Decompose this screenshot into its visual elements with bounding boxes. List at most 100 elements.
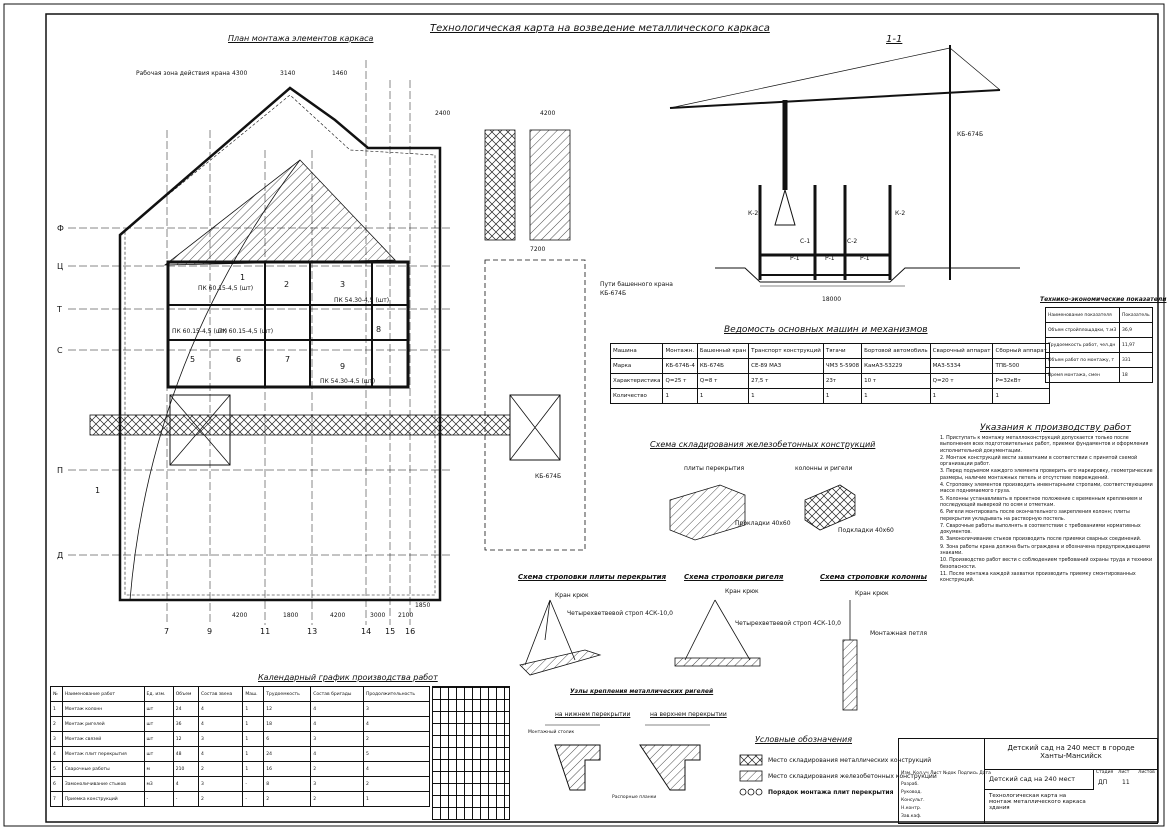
title-block: Детский сад на 240 мест в городе Ханты-М… [898,738,1158,824]
storage-label-pads: Прокладки 40х60 [735,520,791,527]
schedule-cell: 24 [263,746,312,762]
note-item: 4. Строповку элементов производить инвен… [940,483,1153,495]
schedule-cell: 2 [362,776,431,792]
schedule-cell: 16 [263,761,312,777]
teo-cell: Трудоемкость работ, чел.дн [1045,337,1120,353]
stamp-sheets-head: Листов [1138,770,1155,775]
room-number-6: 6 [236,355,242,364]
joint-label-plates: Распорные планки [612,795,657,800]
machines-cell: КБ-674Б [696,358,750,374]
section-column-2: К-2 [895,210,906,217]
legend-item-concrete: Место складирования железобетонных конст… [768,773,937,780]
section-beam-2: Р-1 [825,255,835,262]
axis-letter-p: П [57,466,64,475]
schedule-cell: - [242,791,265,807]
sling-title-3: Схема строповки колонны [820,573,927,581]
sling-label-5: Кран крюк [855,590,889,597]
machines-title: Ведомость основных машин и механизмов [724,325,928,335]
section-beam-1: Р-1 [790,255,800,262]
machines-cell: Q=8 т [696,373,750,389]
machines-header: Монтажн. [662,343,698,359]
schedule-table: № Наименование работ Ед. изм. Объем Сост… [50,686,431,807]
schedule-cell: м3 [143,776,174,792]
machines-cell: СЕ-89 МАЗ [748,358,824,374]
legend-swatch-metal [739,754,763,766]
stamp-col-head: Лист [930,771,942,776]
stamp-role: Зав.каф. [901,814,922,819]
section-drawing [669,45,1020,287]
stamp-title-2: Ханты-Мансийск [1040,752,1102,760]
dim-top-3: 1460 [332,70,348,77]
room-number-9: 9 [340,362,346,371]
stamp-stage: ДП [1098,779,1108,786]
schedule-cell: шт [143,716,174,732]
stamp-role: Руковод. [901,790,922,795]
stamp-col-head: Изм. [901,771,912,776]
gantt-grid [432,686,510,820]
schedule-cell: Приемка конструкций [61,791,145,807]
teo-cell: Объем работ по монтажу, т [1045,352,1120,368]
note-item: 9. Зона работы крана должна быть огражде… [940,544,1150,557]
teo-cell: 11,97 [1118,337,1154,353]
joint-label-table: Монтажный столик [528,730,575,735]
machines-cell: 23т [822,373,863,389]
storage-label-slabs: плиты перекрытия [684,465,745,472]
machines-cell: Q=25 т [662,373,698,389]
schedule-cell: 3 [362,701,431,717]
schedule-cell: Монтаж связей [61,731,145,747]
sling-label-2: Четырехветвевой строп 4СК-10,0 [567,610,673,617]
machines-cell: 1 [929,388,994,404]
stamp-sheet-head: Лист [1118,770,1130,775]
schedule-header: Маш. [242,686,265,702]
legend-item-order: Порядок монтажа плит перекрытия [768,789,894,796]
teo-cell: Время монтажа, смен [1045,367,1120,383]
stamp-col-head: Подпись [957,771,978,776]
axis-letter-t: Т [57,305,62,314]
section-dim-1: 18000 [822,296,842,303]
dim-top-5: 4200 [540,110,556,117]
axis-letter-d: Д [57,551,64,560]
schedule-cell: 6 [263,731,312,747]
axis-number-15: 15 [385,627,396,636]
machines-header: Машина [609,343,664,359]
schedule-cell: 1 [242,701,265,717]
machines-cell: Q=20 т [929,373,994,389]
schedule-cell: 2 [362,731,431,747]
storage-drawing [669,484,856,541]
section-beam-3: Р-1 [860,255,870,262]
teo-cell: 18 [1118,367,1154,383]
sling-title-1: Схема строповки плиты перекрытия [518,573,667,581]
schedule-cell: Монтаж ригелей [61,716,145,732]
storage-label-pads-2: Подкладки 40х60 [838,527,894,534]
schedule-cell: 3 [197,776,244,792]
schedule-cell: 4 [197,716,244,732]
room-number-5: 5 [190,355,196,364]
schedule-cell: 1 [362,791,431,807]
schedule-cell: 8 [263,776,312,792]
panel-label-2: ПК 60.15-4,5 (шт) [172,328,228,335]
machines-cell: 1 [748,388,824,404]
section-brace-2: С-2 [847,238,858,245]
schedule-cell: 48 [172,746,199,762]
joint-label-lower: на нижнем перекрытии [555,711,631,718]
machines-cell: 10 т [861,373,931,389]
dim-top-2: 3140 [280,70,296,77]
work-zone-label: Рабочая зона действия крана [136,70,230,77]
machines-cell: 1 [696,388,750,404]
schedule-cell: 2 [197,761,244,777]
dim-bottom-2: 1800 [283,612,299,619]
machines-cell: Характеристика [609,373,664,389]
dim-bottom-6: 1850 [415,602,431,609]
machines-cell: ЧМЗ 5-5908 [822,358,863,374]
machines-cell: 1 [992,388,1050,404]
machines-cell: Р=32кВт [992,373,1050,389]
machines-header: Сборный аппарат [992,343,1050,359]
stamp-role: Разраб. [901,782,919,787]
schedule-cell: 3 [310,776,364,792]
sheet-title: Технологическая карта на возведение мета… [430,23,770,34]
teo-header: Показатель [1118,307,1154,323]
schedule-cell: 4 [310,716,364,732]
schedule-cell: 18 [263,716,312,732]
dim-bottom-3: 4200 [330,612,346,619]
